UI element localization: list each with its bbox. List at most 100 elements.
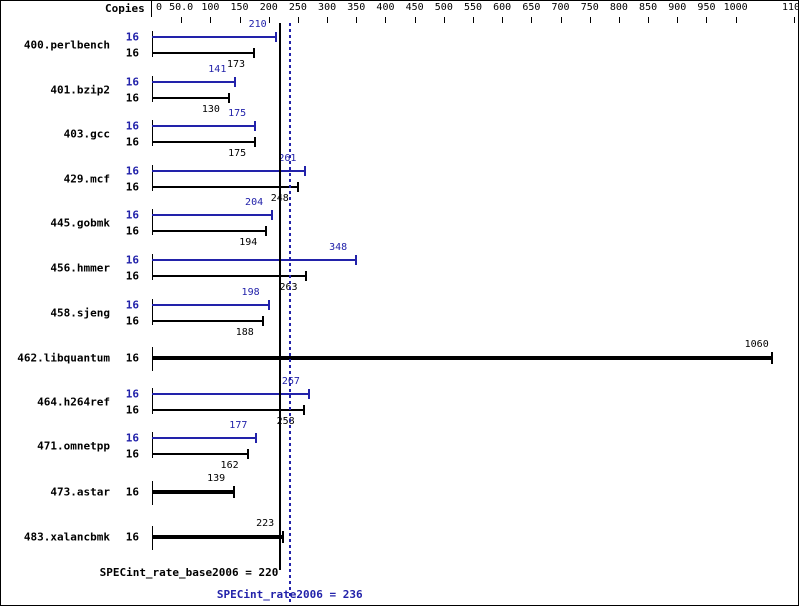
axis-tick-label: 700	[551, 2, 570, 13]
benchmark-label: 471.omnetpp	[37, 439, 110, 453]
benchmark-label: 458.sjeng	[50, 306, 110, 320]
base-copies-value: 16	[125, 351, 139, 365]
benchmark-label: 456.hmmer	[50, 261, 110, 275]
peak-copies-value: 16	[125, 253, 139, 267]
base-bar	[152, 534, 283, 539]
peak-bar-end-cap	[271, 210, 274, 221]
peak-value-label: 175	[228, 108, 247, 120]
base-copies-value: 16	[125, 224, 139, 238]
peak-bar-end-cap	[304, 165, 307, 176]
axis-separator-line	[151, 1, 152, 17]
group-bracket	[152, 164, 153, 191]
base-bar	[152, 490, 234, 494]
group-bracket	[152, 298, 153, 325]
peak-bar	[152, 80, 235, 83]
base-bar-end-cap	[305, 271, 308, 281]
peak-bar-end-cap	[254, 121, 257, 132]
peak-bar-end-cap	[267, 299, 270, 310]
axis-tick-label: 350	[347, 2, 366, 13]
peak-bar-end-cap	[274, 32, 277, 42]
peak-value-label: 177	[229, 420, 248, 432]
base-bar-end-cap	[254, 137, 257, 148]
base-bar-end-cap	[227, 92, 230, 103]
group-bracket	[152, 387, 153, 414]
axis-tick-label: 200	[259, 2, 278, 13]
axis-tick-label: 850	[639, 2, 658, 13]
axis-tick-mark	[794, 17, 795, 23]
base-copies-value: 16	[125, 447, 139, 461]
axis-tick-mark	[210, 17, 212, 23]
peak-copies-value: 16	[125, 30, 139, 44]
peak-copies-value: 16	[125, 431, 139, 445]
base-copies-value: 16	[125, 180, 139, 194]
peak-copies-value: 16	[125, 75, 139, 89]
base-bar	[152, 52, 253, 54]
peak-bar	[152, 437, 256, 440]
peak-value-label: 198	[241, 286, 260, 298]
axis-tick-label: 450	[405, 2, 424, 13]
base-copies-value: 16	[125, 403, 139, 417]
base-value-label: 263	[279, 282, 297, 293]
peak-bar	[152, 125, 255, 128]
axis-tick-mark	[531, 17, 533, 23]
base-bar-end-cap	[296, 181, 299, 192]
base-bar	[152, 356, 771, 361]
peak-summary-label: SPECint_rate2006 = 236	[216, 588, 363, 602]
axis-tick-label: 100	[201, 2, 220, 13]
peak-bar-end-cap	[255, 433, 258, 444]
peak-copies-value: 16	[125, 119, 139, 133]
axis-tick-mark	[648, 17, 650, 23]
axis-tick-label: 650	[522, 2, 541, 13]
axis-tick-label: 250	[288, 2, 307, 13]
base-bar	[152, 408, 303, 411]
peak-value-label: 204	[245, 197, 264, 209]
base-copies-value: 16	[125, 530, 139, 544]
base-bar	[152, 230, 266, 233]
axis-tick-mark	[297, 17, 299, 23]
peak-bar	[152, 169, 305, 172]
group-bracket	[152, 31, 153, 57]
axis-tick-label: 0	[156, 2, 163, 13]
base-value-label: 173	[226, 59, 246, 70]
benchmark-label: 483.xalancbmk	[23, 530, 110, 544]
peak-bar-end-cap	[355, 255, 358, 265]
peak-copies-value: 16	[125, 387, 139, 401]
base-value-label: 223	[256, 517, 275, 529]
base-bar	[152, 141, 255, 144]
base-reference-line	[279, 23, 282, 571]
benchmark-label: 403.gcc	[63, 127, 110, 141]
group-bracket	[152, 254, 153, 280]
benchmark-label: 473.astar	[50, 485, 110, 499]
axis-tick-mark	[473, 17, 474, 23]
base-copies-value: 16	[125, 314, 139, 328]
axis-tick-mark	[385, 17, 387, 23]
base-copies-value: 16	[125, 46, 139, 60]
benchmark-label: 429.mcf	[63, 172, 110, 186]
axis-tick-label: 600	[493, 2, 512, 13]
base-copies-value: 16	[125, 269, 139, 283]
peak-value-label: 261	[278, 152, 297, 164]
peak-bar	[152, 392, 308, 395]
benchmark-label: 400.perlbench	[23, 38, 110, 52]
benchmark-label: 464.h264ref	[37, 395, 110, 409]
base-bar	[152, 319, 262, 322]
axis-tick-label: 550	[463, 2, 483, 13]
axis-tick-mark	[735, 17, 737, 23]
base-bar	[152, 453, 247, 456]
axis-tick-label: 50.0	[169, 2, 194, 13]
axis-tick-label: 500	[434, 2, 453, 13]
peak-bar	[152, 214, 272, 217]
base-value-label: 175	[228, 148, 247, 160]
base-value-label: 162	[220, 460, 239, 472]
benchmark-label: 445.gobmk	[50, 216, 110, 230]
benchmark-label: 462.libquantum	[17, 351, 110, 365]
peak-bar	[152, 303, 268, 306]
group-bracket	[152, 120, 153, 147]
base-bar-end-cap	[252, 48, 255, 58]
base-value-label: 130	[201, 103, 220, 115]
axis-tick-mark	[327, 17, 329, 23]
group-bracket	[152, 209, 153, 236]
